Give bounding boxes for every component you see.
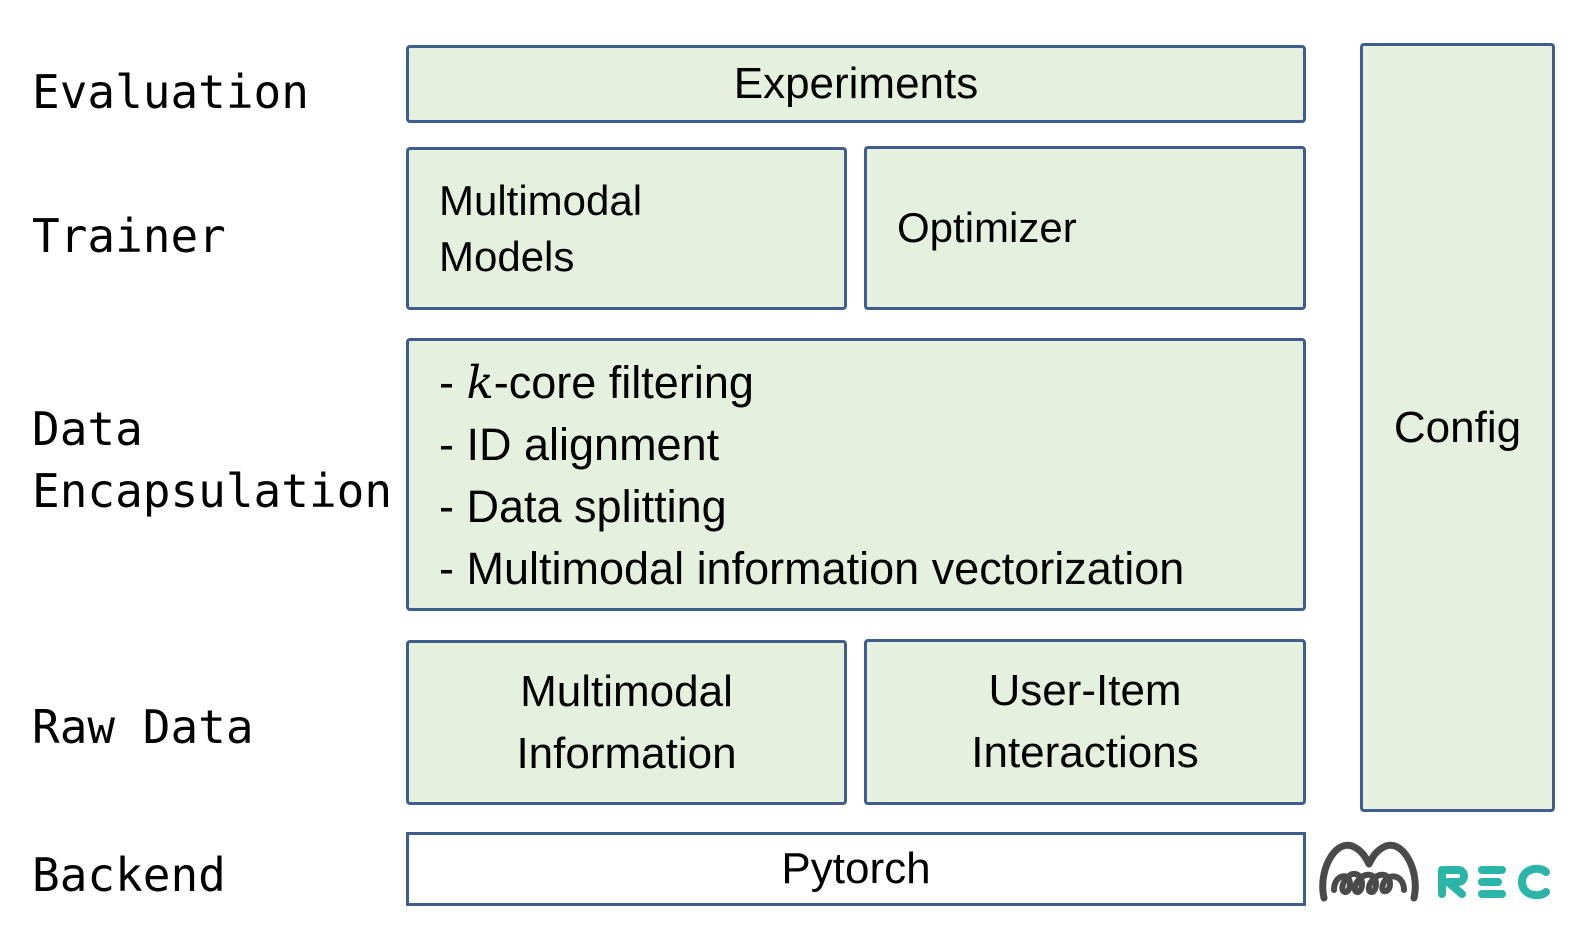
- logo-letter-e: [1478, 866, 1506, 898]
- multimodal-information-box: Multimodal Information: [406, 640, 847, 805]
- k-core-filtering-item: - k-core filtering: [439, 352, 754, 414]
- logo-letter-c: [1518, 864, 1550, 900]
- logo-rec-glyphs: [1438, 864, 1550, 900]
- multimodal-information-label-line2: Information: [516, 728, 737, 778]
- layer-label-data-encapsulation-line2: Encapsulation: [32, 464, 393, 518]
- k-core-suffix: -core filtering: [493, 356, 754, 408]
- layer-label-trainer: Trainer: [32, 209, 226, 263]
- vectorization-item: - Multimodal information vectorization: [439, 542, 1185, 594]
- mmrec-logo-graphic: [1319, 841, 1550, 902]
- multimodal-models-label-line1: Multimodal: [439, 177, 643, 225]
- optimizer-box: Optimizer: [864, 146, 1306, 310]
- k-core-prefix: -: [439, 356, 467, 408]
- data-splitting-item: - Data splitting: [439, 480, 727, 532]
- logo-mark-loops: [1331, 871, 1407, 895]
- multimodal-models-box: Multimodal Models: [406, 147, 847, 310]
- pytorch-box: Pytorch: [406, 832, 1306, 906]
- user-item-label-line2: Interactions: [971, 728, 1199, 777]
- config-box: Config: [1360, 43, 1555, 812]
- optimizer-label: Optimizer: [897, 204, 1077, 252]
- data-encapsulation-box: - k-core filtering - ID alignment - Data…: [406, 338, 1306, 611]
- layer-label-backend: Backend: [32, 848, 226, 902]
- user-item-interactions-box: User-Item Interactions: [864, 639, 1306, 805]
- logo-letter-r: [1438, 866, 1468, 898]
- multimodal-models-label-line2: Models: [439, 232, 575, 280]
- id-alignment-item: - ID alignment: [439, 418, 720, 470]
- multimodal-information-label-line1: Multimodal: [520, 666, 733, 716]
- layer-label-evaluation: Evaluation: [32, 65, 309, 119]
- pytorch-label: Pytorch: [781, 844, 931, 894]
- experiments-label: Experiments: [733, 59, 979, 109]
- k-symbol: k: [466, 355, 494, 409]
- config-label: Config: [1393, 402, 1522, 452]
- layer-label-raw-data: Raw Data: [32, 700, 254, 754]
- layer-label-data-encapsulation-line1: Data: [32, 402, 143, 456]
- logo-mark-outline: [1319, 841, 1419, 902]
- mmrec-logo: [1316, 832, 1556, 907]
- experiments-box: Experiments: [406, 45, 1306, 123]
- user-item-label-line1: User-Item: [988, 666, 1182, 715]
